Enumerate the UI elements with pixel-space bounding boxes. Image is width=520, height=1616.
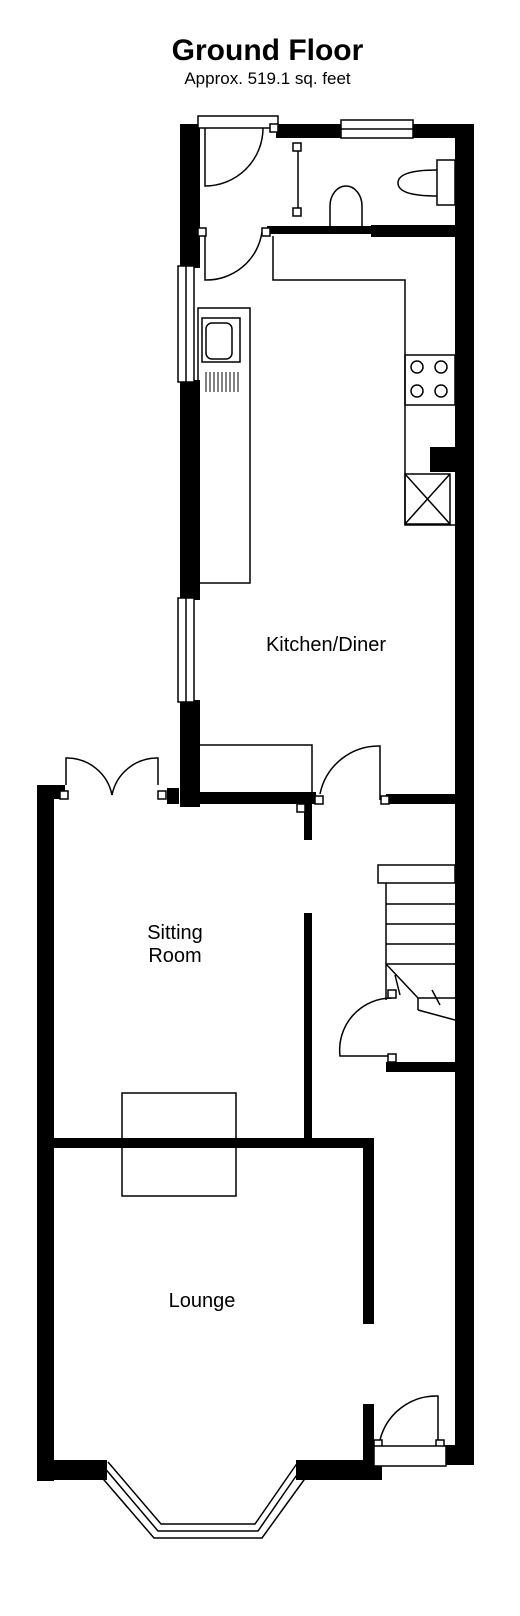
wc-fittings	[329, 159, 456, 226]
floor-area: Approx. 519.1 sq. feet	[184, 69, 351, 88]
windows	[177, 119, 414, 703]
room-label-kitchen: Kitchen/Diner	[266, 634, 386, 656]
staircase	[377, 864, 456, 1021]
floor-title: Ground Floor	[171, 34, 364, 67]
wall-sitting-lounge	[54, 1138, 374, 1148]
wall-cupboard-bottom	[386, 1062, 455, 1072]
boiler-icon	[404, 473, 451, 525]
drainer	[205, 372, 239, 392]
chimney-breast	[430, 447, 455, 472]
doors	[59, 115, 447, 1467]
wall-kitchen-bottom-left	[180, 792, 316, 804]
wall-lounge-right	[363, 1138, 374, 1324]
kitchen-fittings	[197, 236, 456, 792]
wall-bottom-left	[37, 1460, 107, 1480]
wall-wc-bottom-right	[371, 225, 455, 237]
hob-icon	[404, 354, 456, 406]
wall-kitchen-bottom-right	[386, 794, 455, 804]
wall-top-mid	[276, 124, 342, 138]
wall-partition-upper	[304, 804, 312, 840]
wall-sitting-top-left	[37, 785, 65, 799]
wall-lounge-right-lower	[363, 1404, 374, 1464]
wall-wc-bottom-left	[267, 226, 371, 234]
fireplace-hearth	[121, 1092, 237, 1197]
sink-icon	[201, 317, 241, 363]
wall-left-outer	[37, 785, 54, 1481]
wall-bottom-porch	[440, 1445, 474, 1465]
bay-window	[97, 1461, 310, 1539]
toilet-icon	[397, 169, 438, 197]
room-label-lounge: Lounge	[169, 1290, 236, 1312]
basin-icon	[329, 185, 363, 226]
wall-kitchen-left-lower	[180, 700, 200, 807]
wall-right	[455, 124, 474, 1464]
room-label-sitting-line2: Room	[148, 945, 201, 967]
wall-bottom-right	[296, 1460, 382, 1480]
wall-top-left	[180, 124, 200, 138]
room-label-sitting-line1: Sitting	[147, 922, 203, 944]
walls	[37, 124, 474, 1481]
wall-top-right	[412, 124, 472, 138]
cistern-icon	[436, 159, 456, 206]
wall-kitchen-left-upper	[180, 124, 200, 268]
wall-partition-lower	[304, 913, 312, 1143]
wall-kitchen-left-mid	[180, 380, 200, 600]
